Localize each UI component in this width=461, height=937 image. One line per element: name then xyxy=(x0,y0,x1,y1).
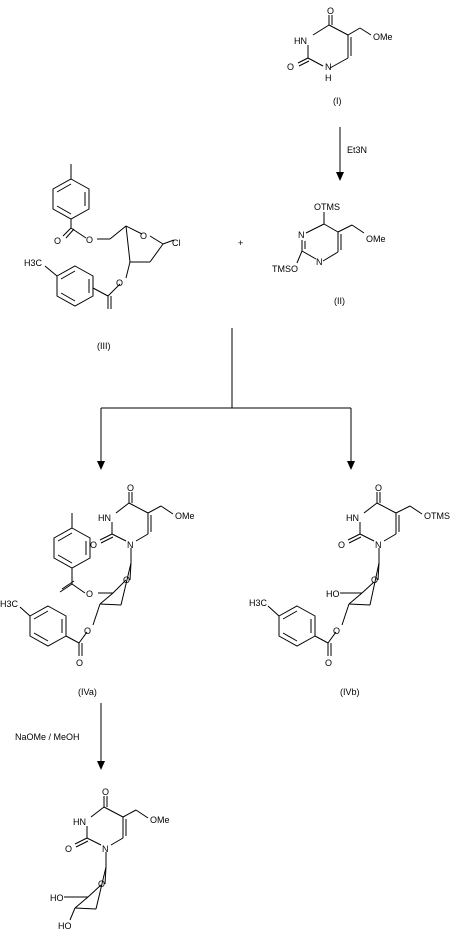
arrow-step-1: Et3N xyxy=(336,127,367,181)
reagent-naome-meoh: NaOMe / MeOH xyxy=(15,732,80,742)
compound-label: (IVb) xyxy=(340,687,360,697)
compound-label: (II) xyxy=(334,296,345,306)
atom-n-upper: N xyxy=(298,230,305,240)
atom-ring-o: O xyxy=(123,575,130,585)
atom-h: H xyxy=(325,73,332,83)
atom-n1: N xyxy=(102,844,109,854)
atom-hn: HN xyxy=(73,817,86,827)
compound-label: (I) xyxy=(333,96,342,106)
reagent-et3n: Et3N xyxy=(347,145,367,155)
atom-carbonyl-o-left: O xyxy=(287,62,294,72)
atom-3-o: O xyxy=(116,278,123,288)
compound-V: O HN O N OMe HO O HO xyxy=(50,787,170,931)
atom-o-c4: O xyxy=(102,787,109,797)
atom-carbonyl-o: O xyxy=(76,658,83,668)
compound-I: O HN O N H OMe (I) xyxy=(287,6,393,106)
atom-o-c4: O xyxy=(375,483,382,493)
atom-ome: OMe xyxy=(150,815,170,825)
atom-ring-o: O xyxy=(98,879,105,889)
compound-III: O O Cl O O H3C (III) xyxy=(24,164,181,351)
atom-o-c2: O xyxy=(65,844,72,854)
atom-hn: HN xyxy=(346,513,359,523)
atom-hn: HN xyxy=(98,513,111,523)
compound-IVb: O HN O N OTMS HO O O O H3C (IVb) xyxy=(249,483,450,697)
atom-ho-3: HO xyxy=(58,921,72,931)
atom-o-c2: O xyxy=(338,540,345,550)
atom-carbonyl-o-top: O xyxy=(327,6,334,16)
plus-sign: + xyxy=(238,238,243,248)
atom-o-c2: O xyxy=(90,540,97,550)
atom-5-o: O xyxy=(86,589,93,599)
atom-h3c: H3C xyxy=(249,598,268,608)
atom-ho: HO xyxy=(326,589,340,599)
atom-cl: Cl xyxy=(172,238,181,248)
atom-ring-o: O xyxy=(140,231,147,241)
atom-otms: OTMS xyxy=(314,202,340,212)
atom-ome: OMe xyxy=(175,511,195,521)
compound-IVa: O HN O N OMe O O O O H3C (IVa) xyxy=(0,483,195,697)
atom-ome: OMe xyxy=(366,234,386,244)
atom-n1: N xyxy=(127,540,134,550)
atom-nh: HN xyxy=(294,36,307,46)
compound-II: OTMS N TMSO N OMe (II) xyxy=(272,202,386,306)
atom-n1: N xyxy=(375,540,382,550)
atom-ome: OMe xyxy=(373,32,393,42)
compound-label: (IVa) xyxy=(78,687,97,697)
atom-ho-5: HO xyxy=(50,893,64,903)
atom-carbonyl-o: O xyxy=(325,658,332,668)
atom-3-o: O xyxy=(333,626,340,636)
compound-label: (III) xyxy=(97,341,111,351)
atom-3-o: O xyxy=(84,626,91,636)
atom-otms: OTMS xyxy=(424,511,450,521)
atom-ester-o-carbonyl: O xyxy=(54,236,61,246)
atom-n-lower: N xyxy=(316,257,323,267)
atom-n: N xyxy=(325,62,332,72)
atom-o-c4: O xyxy=(127,483,134,493)
atom-h3c: H3C xyxy=(0,599,19,609)
arrow-step-3: NaOMe / MeOH xyxy=(15,703,105,770)
atom-ester-o-link: O xyxy=(86,235,93,245)
atom-tmso: TMSO xyxy=(272,264,298,274)
arrow-step-2-branch xyxy=(97,328,355,470)
atom-ring-o: O xyxy=(371,575,378,585)
atom-h3c: H3C xyxy=(24,258,43,268)
